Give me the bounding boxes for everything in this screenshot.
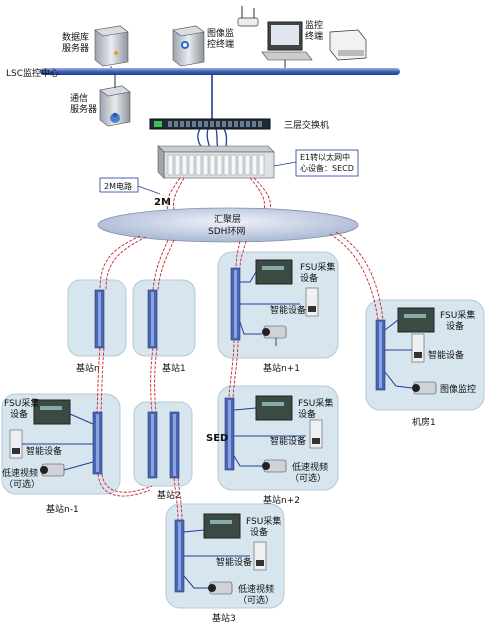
- e1-callout-line-1: E1转以太网中: [300, 152, 350, 162]
- monitor-terminal-label-2: 终端: [305, 30, 323, 42]
- site-base-1-unit: [147, 289, 158, 349]
- lsc-center-label: LSC监控中心: [6, 67, 59, 79]
- site-base-3-video-label-2: （可选）: [238, 594, 274, 606]
- sdh-ring: [97, 207, 359, 243]
- site-base-n2-video-label-1: 低速视频: [292, 461, 328, 473]
- site-base-n2-fsu-label-1: FSU采集: [298, 397, 333, 409]
- room-1-smart-icon: [411, 333, 425, 363]
- site-base-1-box: [132, 279, 196, 357]
- site-base-nm1-smart-icon: [9, 429, 23, 459]
- comm-server-label-2: 服务器: [70, 103, 97, 115]
- room-1-fsu-label-1: FSU采集: [440, 309, 475, 321]
- site-base-2-box: [133, 401, 193, 487]
- comm-server-label-1: 通信: [70, 92, 88, 104]
- site-base-1-label: 基站1: [162, 362, 186, 374]
- site-base-n1-fsu-icon: [255, 259, 293, 285]
- comm-server-icon: [99, 85, 131, 127]
- room-1-label: 机房1: [412, 416, 436, 428]
- db-server-icon: [94, 25, 129, 68]
- site-base-n1-smart-label: 智能设备: [270, 304, 306, 316]
- e1-callout-line-2: 心设备：SECD: [300, 163, 354, 173]
- room-1-box: [365, 299, 485, 411]
- site-base-3-links: [183, 529, 250, 589]
- 2m-callout-label: 2M电路: [104, 181, 132, 191]
- room-1-image-monitor-label: 图像监控: [440, 383, 476, 395]
- room-1-fsu-label-2: 设备: [446, 320, 464, 332]
- site-base-3-label: 基站3: [212, 612, 236, 624]
- site-base-n2-fsu-icon: [255, 395, 293, 421]
- db-server-label-2: 服务器: [62, 42, 89, 54]
- site-base-n2-label: 基站n+2: [263, 494, 300, 506]
- site-base-n2-camera-icon: [262, 459, 287, 473]
- site-base-n1-box: [217, 251, 339, 359]
- site-base-nm1-camera-icon: [40, 463, 65, 477]
- site-base-nm1-label: 基站n-1: [46, 503, 79, 515]
- l3-switch-icon: [149, 118, 271, 130]
- image-monitor-server-icon: [172, 25, 205, 67]
- 2m-callout-box: [99, 177, 139, 193]
- site-base-n2-smart-icon: [309, 419, 323, 449]
- site-base-n1-smart-icon: [305, 287, 319, 317]
- site-base-n2-box: [217, 385, 339, 491]
- site-base-n2-video-label-2: （可选）: [290, 472, 326, 484]
- room-1-smart-label: 智能设备: [428, 349, 464, 361]
- room-1-camera-icon: [412, 381, 437, 395]
- lsc-lan-bar: [40, 68, 400, 75]
- room-1-links: [384, 319, 413, 389]
- site-base-nm1-fsu-label-2: 设备: [10, 408, 28, 420]
- site-base-nm1-smart-label: 智能设备: [26, 445, 62, 457]
- image-monitor-label-1: 图像监: [207, 27, 234, 39]
- site-base-2-label: 基站2: [157, 489, 181, 501]
- e1-callout-box: [295, 149, 359, 177]
- site-base-n2-links: [233, 407, 306, 467]
- db-server-label-1: 数据库: [62, 31, 89, 43]
- secd-ring-circuits: [166, 177, 271, 211]
- site-base-3-video-label-1: 低速视频: [238, 583, 274, 595]
- site-base-nm1-fsu-icon: [33, 399, 71, 425]
- site-base-3-smart-label: 智能设备: [216, 556, 252, 568]
- 2m-callout-pointer: [137, 185, 161, 195]
- site-base-2-units: [147, 411, 180, 479]
- site-base-n2-unit: [224, 397, 235, 471]
- ring-label-1: 汇聚层: [214, 214, 241, 225]
- image-monitor-label-2: 控终端: [207, 38, 234, 50]
- site-base-3-fsu-label-1: FSU采集: [246, 515, 281, 527]
- site-base-3-fsu-label-2: 设备: [250, 526, 268, 538]
- site-base-nm1-video-label-1: 低速视频: [2, 467, 38, 479]
- room-1-fsu-icon: [397, 307, 435, 333]
- monitor-terminal-label-1: 监控: [305, 19, 323, 31]
- site-base-3-smart-icon: [253, 541, 267, 571]
- secd-rack-icon: [157, 145, 275, 179]
- site-base-n1-unit: [230, 267, 241, 341]
- sed-label: SED: [206, 433, 228, 444]
- ring-label-2: SDH环网: [208, 226, 245, 237]
- site-base-n1-fsu-label-2: 设备: [300, 272, 318, 284]
- printer-icon: [329, 29, 367, 61]
- site-base-nm1-links: [22, 413, 94, 471]
- site-base-3-fsu-icon: [203, 513, 241, 539]
- site-base-n1-label: 基站n+1: [263, 362, 300, 374]
- site-base-n2-smart-label: 智能设备: [270, 435, 306, 447]
- site-base-3-unit: [174, 519, 185, 593]
- router-icon: [237, 6, 259, 27]
- site-base-nm1-video-label-2: （可选）: [4, 478, 40, 490]
- e1-callout-pointer: [273, 161, 297, 167]
- site-base-n-unit: [94, 289, 105, 349]
- 2m-label: 2M: [154, 197, 171, 208]
- switch-secd-links: [197, 128, 228, 149]
- site-base-n1-fsu-label-1: FSU采集: [300, 261, 335, 273]
- site-base-3-camera-icon: [208, 581, 233, 595]
- site-base-nm1-fsu-label-1: FSU采集: [4, 397, 39, 409]
- site-base-n-label: 基站n: [76, 362, 100, 374]
- site-base-n2-fsu-label-2: 设备: [298, 408, 316, 420]
- ring-to-sites-circuits: [96, 231, 384, 521]
- monitor-pc-icon: [261, 21, 313, 61]
- site-base-nm1-unit: [92, 411, 103, 475]
- site-base-n1-links: [239, 271, 300, 335]
- site-base-n1-camera-icon: [262, 325, 287, 346]
- room-1-unit: [375, 319, 386, 391]
- l3-switch-label: 三层交换机: [284, 119, 329, 131]
